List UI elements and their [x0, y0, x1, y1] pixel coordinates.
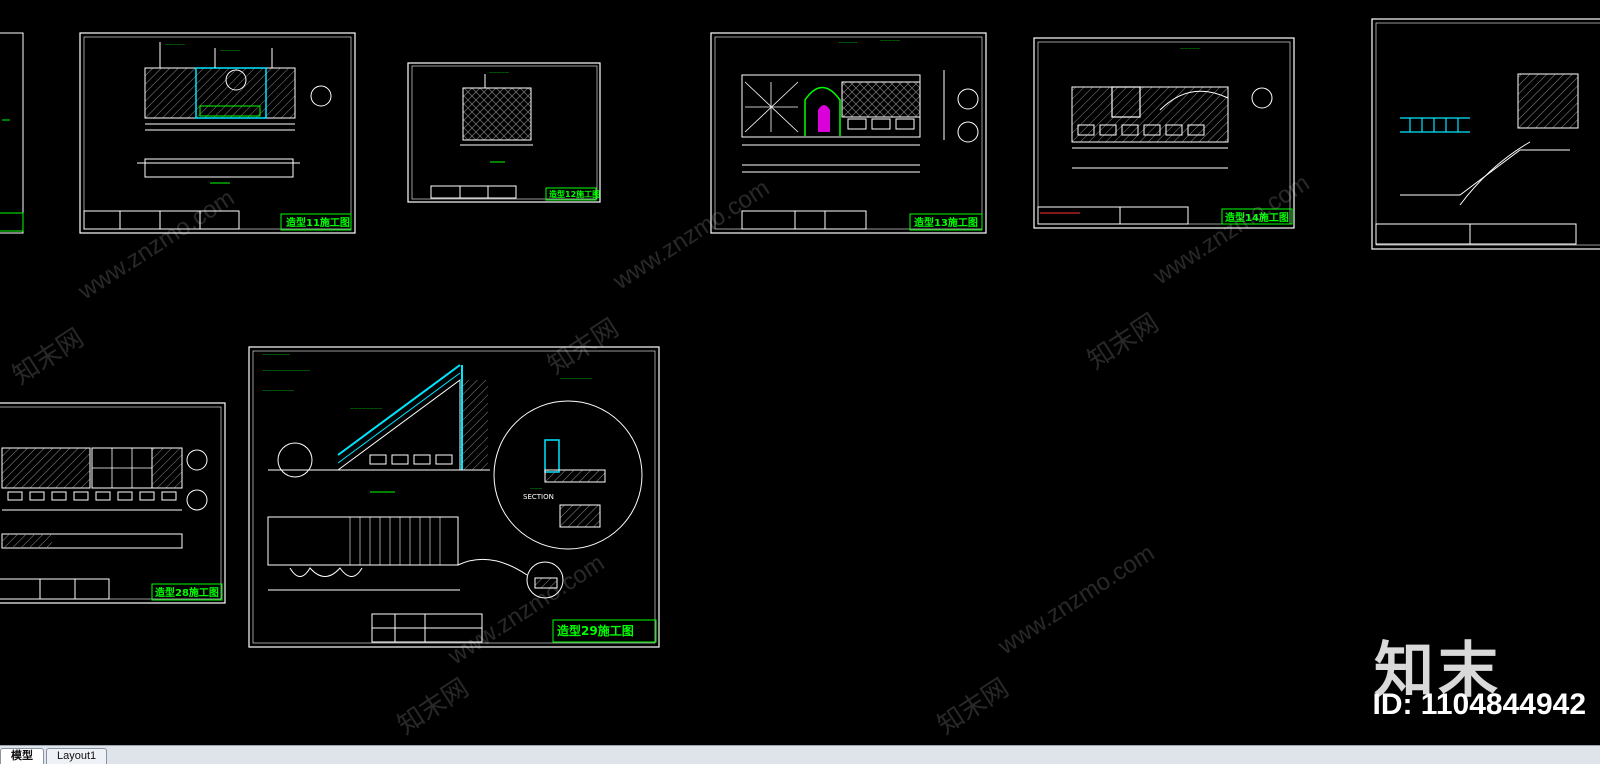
sheet-11[interactable]: ————— ————— 造型11施工图: [79, 32, 356, 234]
tab-model[interactable]: 模型: [0, 748, 44, 764]
svg-text:———————: ———————: [262, 352, 290, 357]
watermark-text: 知末网: [542, 312, 624, 380]
sheet-29[interactable]: ——————— ———————————— ———————— ———————— —…: [248, 346, 660, 648]
model-space-canvas[interactable]: ————— ————— 造型11施工图 ————— 造型12施工图: [0, 0, 1600, 745]
svg-text:————————: ————————: [262, 388, 294, 393]
watermark-text: www.znzmo.com: [443, 549, 610, 670]
sheet-12[interactable]: ————— 造型12施工图: [407, 62, 601, 203]
svg-text:—————: —————: [838, 40, 858, 45]
sheet-title: 造型29施工图: [557, 623, 634, 638]
watermark-text: www.znzmo.com: [608, 174, 775, 295]
sheet-title: 造型28施工图: [155, 586, 219, 599]
sheet-13[interactable]: ————— ————— 造型13施工图: [710, 32, 987, 234]
watermark-text: 知末网: [7, 322, 89, 390]
sheet-14[interactable]: ————— 造型14施工图: [1033, 37, 1295, 229]
watermark-brand-logo: 知末: [1374, 636, 1502, 706]
watermark-text: 知末网: [392, 672, 474, 740]
section-label: SECTION: [523, 493, 554, 501]
svg-text:—————: —————: [220, 48, 240, 53]
sheet-title: 造型12施工图: [549, 189, 600, 199]
layout-tab-bar: 模型 Layout1: [0, 745, 1600, 764]
sheet-title: 造型11施工图: [286, 216, 350, 229]
sheet-title: 造型13施工图: [914, 216, 978, 229]
watermark-text: www.znzmo.com: [993, 539, 1160, 660]
svg-text:————————: ————————: [350, 406, 382, 411]
watermark-text: www.znzmo.com: [73, 184, 240, 305]
sheet-partial-right: [1371, 18, 1600, 250]
tab-layout1[interactable]: Layout1: [46, 748, 108, 764]
svg-text:—————: —————: [489, 70, 509, 75]
drawing-svg[interactable]: ————— ————— 造型11施工图 ————— 造型12施工图: [0, 0, 1600, 745]
svg-text:———: ———: [530, 486, 542, 491]
watermark-text: 知末网: [1082, 307, 1164, 375]
svg-text:————————: ————————: [560, 376, 592, 381]
svg-text:————————————: ————————————: [262, 368, 310, 373]
svg-text:—————: —————: [880, 38, 900, 43]
svg-text:—————: —————: [1180, 46, 1200, 51]
svg-text:—————: —————: [165, 42, 185, 47]
sheet-title: 造型14施工图: [1225, 211, 1289, 224]
watermark-text: www.znzmo.com: [1148, 169, 1315, 290]
watermark-id: ID: 1104844942: [1372, 688, 1586, 721]
sheet-28[interactable]: 造型28施工图: [0, 402, 226, 604]
sheet-partial-left: [0, 32, 24, 234]
watermark-layer: 知末网 www.znzmo.com 知末网 www.znzmo.com 知末网 …: [7, 169, 1314, 740]
watermark-text: 知末网: [932, 672, 1014, 740]
